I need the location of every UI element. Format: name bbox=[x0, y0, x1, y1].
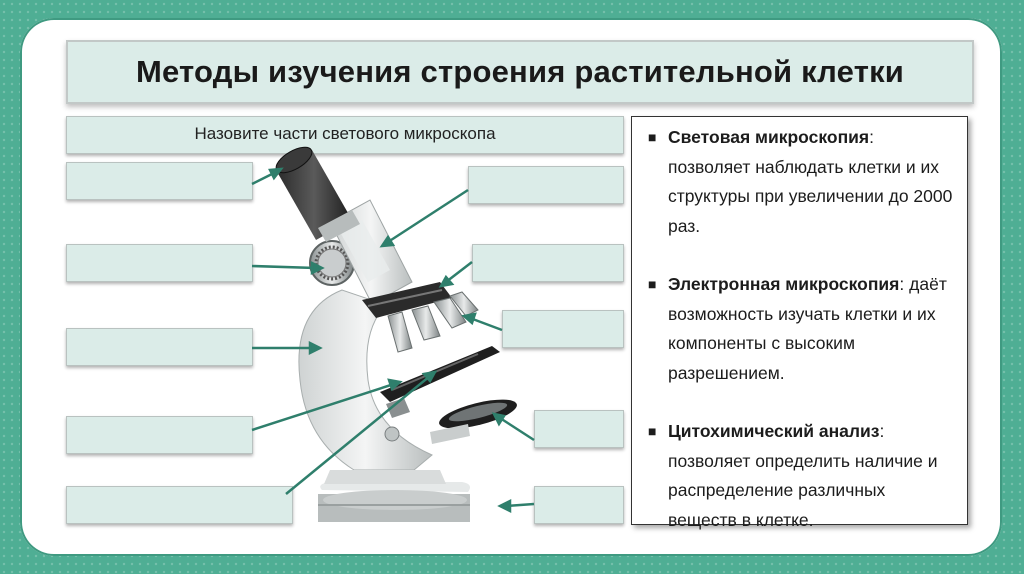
label-box-objectives[interactable] bbox=[502, 310, 624, 348]
method-name: Электронная микроскопия bbox=[668, 274, 900, 294]
method-separator: : bbox=[869, 127, 875, 147]
bullet-icon: ■ bbox=[648, 423, 657, 439]
method-description: даёт возможность изучать клетки и их ком… bbox=[668, 274, 947, 383]
method-item: ■ Световая микроскопия: позволяет наблюд… bbox=[648, 123, 957, 241]
method-description: позволяет наблюдать клетки и их структур… bbox=[668, 156, 953, 236]
method-name: Цитохимический анализ bbox=[668, 421, 880, 441]
pointer-arrows bbox=[251, 167, 535, 514]
nosepiece bbox=[362, 282, 452, 318]
objectives bbox=[387, 291, 479, 353]
label-box-focus-knob[interactable] bbox=[66, 244, 253, 282]
method-name: Световая микроскопия bbox=[668, 127, 870, 147]
bullet-icon: ■ bbox=[648, 276, 657, 292]
method-item: ■ Цитохимический анализ: позволяет опред… bbox=[648, 417, 957, 535]
microscope-base bbox=[318, 482, 470, 522]
label-box-mirror[interactable] bbox=[534, 410, 624, 448]
method-description: позволяет определить наличие и распредел… bbox=[668, 450, 938, 530]
prompt-box: Назовите части светового микроскопа bbox=[66, 116, 624, 154]
methods-panel: ■ Световая микроскопия: позволяет наблюд… bbox=[631, 116, 968, 530]
label-box-eyepiece[interactable] bbox=[66, 162, 253, 200]
method-separator: : bbox=[879, 421, 885, 441]
prompt-text: Назовите части светового микроскопа bbox=[194, 124, 496, 143]
label-box-base[interactable] bbox=[66, 486, 293, 524]
microscope-mirror bbox=[384, 399, 517, 444]
title-bar: Методы изучения строения растительной кл… bbox=[66, 40, 974, 104]
label-box-revolver[interactable] bbox=[472, 244, 624, 282]
slide-title: Методы изучения строения растительной кл… bbox=[135, 54, 905, 89]
bullet-icon: ■ bbox=[648, 129, 657, 145]
label-box-foot[interactable] bbox=[534, 486, 624, 524]
label-box-arm[interactable] bbox=[66, 328, 253, 366]
eyepiece bbox=[275, 146, 360, 242]
method-separator: : bbox=[899, 274, 905, 294]
label-box-tube[interactable] bbox=[468, 166, 624, 204]
method-item: ■ Электронная микроскопия: даёт возможно… bbox=[648, 270, 957, 388]
microscope-arm bbox=[298, 289, 446, 484]
label-box-stage[interactable] bbox=[66, 416, 253, 454]
